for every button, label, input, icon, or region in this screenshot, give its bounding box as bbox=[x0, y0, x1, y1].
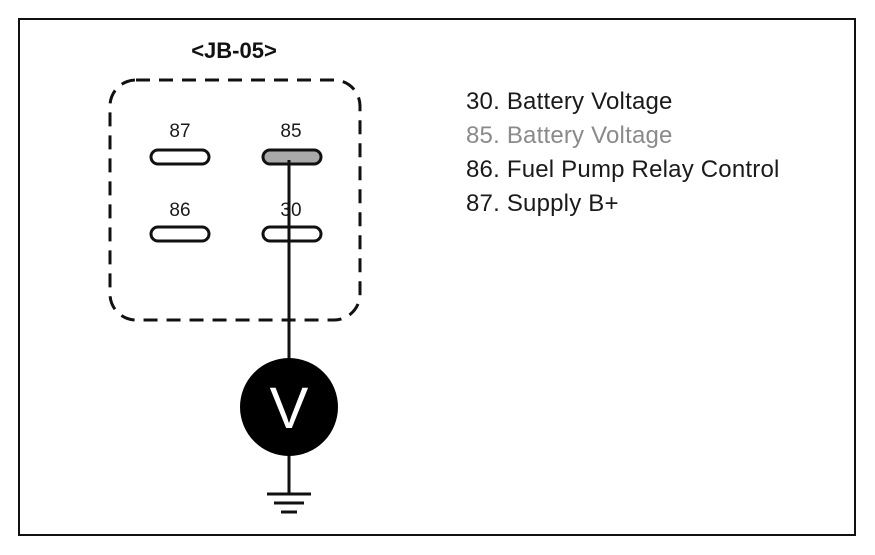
pin-label-86: 86 bbox=[169, 200, 190, 221]
pin-85 bbox=[261, 148, 323, 166]
connector-label: <JB-05> bbox=[191, 38, 277, 63]
pin-87 bbox=[149, 148, 211, 166]
legend-item-87: 87. Supply B+ bbox=[466, 190, 619, 217]
diagram-frame bbox=[18, 18, 856, 536]
legend-item-30: 30. Battery Voltage bbox=[466, 88, 673, 115]
voltmeter-label: V bbox=[270, 376, 309, 441]
voltmeter-symbol bbox=[240, 358, 338, 456]
pin-label-30: 30 bbox=[280, 200, 301, 221]
connector-outline bbox=[108, 78, 362, 322]
pin-30 bbox=[261, 225, 323, 243]
pin-label-87: 87 bbox=[169, 121, 190, 142]
legend-item-86: 86. Fuel Pump Relay Control bbox=[466, 156, 780, 183]
ground-icon bbox=[267, 492, 311, 514]
pin-label-85: 85 bbox=[280, 121, 301, 142]
pin-86 bbox=[149, 225, 211, 243]
legend-item-85: 85. Battery Voltage bbox=[466, 122, 673, 149]
